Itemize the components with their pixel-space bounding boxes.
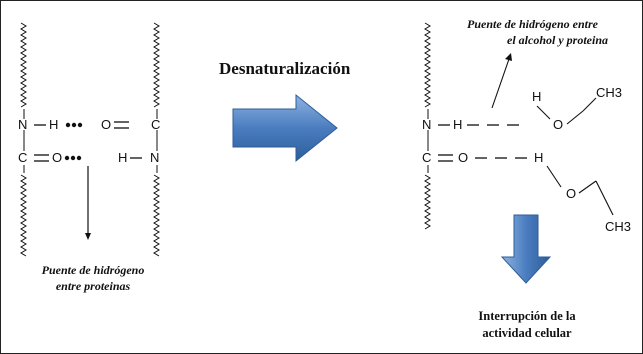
left-chain-left-upper [20, 22, 27, 108]
atom-label: N [422, 117, 432, 132]
hbond-dot [77, 122, 83, 128]
atom-label: O [566, 186, 577, 201]
left-chain-left-lower [20, 174, 27, 257]
caption-pointer-arrow [491, 58, 510, 109]
atom-label: H [534, 150, 544, 165]
hbond-dot [76, 155, 82, 161]
atom-label: H [118, 150, 128, 165]
atom-label: N [150, 150, 160, 165]
atom-label: H [49, 117, 59, 132]
atom-label: H [532, 89, 542, 104]
diagram-title: Desnaturalización [219, 59, 351, 78]
protein-hbond-caption-line2: entre proteinas [55, 279, 131, 293]
alcohol-hbond-caption-line1: Puente de hidrógeno entre [467, 17, 598, 31]
atom-label: O [101, 117, 112, 132]
result-caption-line1: Interrupción de la [478, 309, 576, 323]
atom-label: C [18, 150, 28, 165]
atom-label: O [52, 150, 63, 165]
left-chain-right-lower [153, 174, 160, 257]
result-caption-line2: actividad celular [482, 326, 572, 340]
right-chain-upper [424, 22, 431, 108]
atom-label: O [458, 150, 469, 165]
left-chain-right-upper [153, 22, 160, 108]
methyl-label: CH3 [596, 85, 623, 100]
protein-hbond-caption-line1: Puente de hidrógeno [41, 263, 145, 277]
atom-label: C [151, 117, 161, 132]
hbond-dot [71, 122, 77, 128]
atom-label: N [18, 117, 28, 132]
alcohol-hbond-caption-line2: el alcohol y proteina [507, 33, 608, 47]
denaturation-arrow [232, 93, 338, 163]
atom-label: O [553, 117, 564, 132]
right-chain-lower [424, 174, 431, 230]
result-arrow [500, 214, 552, 284]
hbond-dot [70, 155, 76, 161]
hbond-dot [65, 122, 71, 128]
hbond-dot [64, 155, 70, 161]
methyl-label: CH3 [605, 219, 632, 234]
atom-label: H [453, 117, 463, 132]
atom-label: C [422, 150, 432, 165]
